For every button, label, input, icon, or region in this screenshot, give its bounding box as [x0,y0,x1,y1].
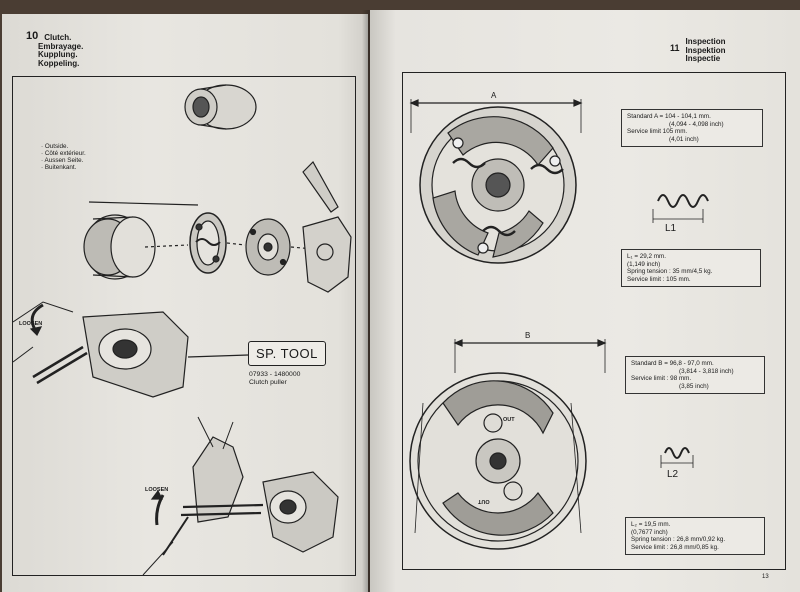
spec-b-limit-inch: (3,85 inch) [679,382,709,390]
spec-box-a: Standard A = 104 - 104,1 mm. (4,094 - 4,… [621,109,763,148]
spec-b-standard: Standard B = 96,8 - 97,0 mm. [631,360,714,367]
special-tool-info: 07933 - 1480000 Clutch puller [249,371,300,386]
spec-a-standard: Standard A = 104 - 104,1 mm. [627,113,711,120]
spec-l2-length-inch: (0,7677 inch) [631,528,668,536]
outside-note-de: · Aussen Seite. [41,157,84,164]
clutch-drum-illustration [83,214,156,280]
left-page-header: 10 Clutch. Embrayage. Kupplung. Koppelin… [26,30,84,68]
spec-a-limit: Service limit 105 mm. [627,128,688,136]
right-page-header: 11 Inspection Inspektion Inspectie [670,37,726,64]
spec-b-standard-inch: (3,814 - 3,818 inch) [679,367,734,375]
spec-l2-length: L₂ = 19,5 mm. [631,521,671,528]
left-page-number: 10 [26,30,39,42]
left-title-fr: Embrayage. [38,41,84,51]
spring-l2-illustration [660,447,694,468]
spec-l1-limit: Service limit : 105 mm. [627,275,691,283]
crankcase-illustration [302,161,352,293]
left-title-en: Clutch. [44,33,72,42]
special-tool-name: Clutch puller [249,378,287,386]
special-tool-box: SP. TOOL [248,341,326,366]
right-illustration-frame: A B L1 L2 OUT OUT Standard A = 104 - 104… [402,72,786,570]
left-illustration-frame: · Outside. · Côté extérieur. · Aussen Se… [12,76,356,576]
clutch-plate-illustration [245,218,291,276]
dimension-b-label: B [525,331,531,340]
dimension-a-label: A [491,91,497,100]
clutch-drum-shoes-illustration [409,372,587,550]
spec-l2-limit: Service limit : 26,8 mm/0,85 kg. [631,543,719,551]
spring-l2-label: L2 [667,469,679,480]
clutch-assembly-illustration [419,106,577,264]
outside-note-nl: · Buitenkant. [41,164,77,171]
spec-a-standard-inch: (4,094 - 4,098 inch) [669,120,724,128]
outside-note-fr: · Côté extérieur. [41,150,86,157]
spec-box-l2: L₂ = 19,5 mm. (0,7677 inch) Spring tensi… [625,517,765,556]
right-title-en: Inspection [685,37,726,46]
spring-l1-illustration [652,194,709,223]
clutch-disassembly-illustration [13,84,352,575]
loosen-label-top: LOOSEN [19,321,43,327]
drum-out-mark-top: OUT [503,417,515,423]
right-title-nl: Inspectie [685,54,721,63]
right-page: 11 Inspection Inspektion Inspectie [370,10,800,592]
outside-note: · Outside. · Côté extérieur. · Aussen Se… [41,143,86,171]
clutch-inspection-illustration [409,99,709,550]
spec-l2-tension: Spring tension : 26,8 mm/0,92 kg. [631,536,726,544]
right-title-de: Inspektion [685,45,726,55]
spec-l1-length-inch: (1,149 inch) [627,260,661,268]
left-page: 10 Clutch. Embrayage. Kupplung. Koppelin… [2,14,368,592]
left-title-de: Kupplung. [38,50,78,59]
clutch-shoes-illustration [189,212,227,274]
spec-a-limit-inch: (4,01 inch) [669,135,699,143]
left-title-nl: Koppeling. [38,58,80,68]
clutch-puller-illustration [13,301,249,398]
holder-wrench-illustration [142,416,339,575]
spec-b-limit: Service limit : 98 mm. [631,375,692,383]
drum-out-mark-bottom: OUT [478,498,490,504]
special-tool-part-number: 07933 - 1480000 [249,371,301,378]
spec-box-l1: L₁ = 29,2 mm. (1,149 inch) Spring tensio… [621,249,761,288]
clutch-outer-illustration [184,84,257,130]
right-page-number: 11 [670,43,680,53]
special-tool-label: SP. TOOL [256,346,318,361]
spec-box-b: Standard B = 96,8 - 97,0 mm. (3,814 - 3,… [625,356,765,395]
spec-l1-tension: Spring tension : 35 mm/4,5 kg. [627,268,713,276]
right-folio: 13 [762,574,769,580]
spring-l1-label: L1 [665,223,677,234]
spec-l1-length: L₁ = 29,2 mm. [627,253,667,260]
loosen-label-bottom: LOOSEN [145,487,169,493]
outside-note-en: · Outside. [41,143,69,150]
